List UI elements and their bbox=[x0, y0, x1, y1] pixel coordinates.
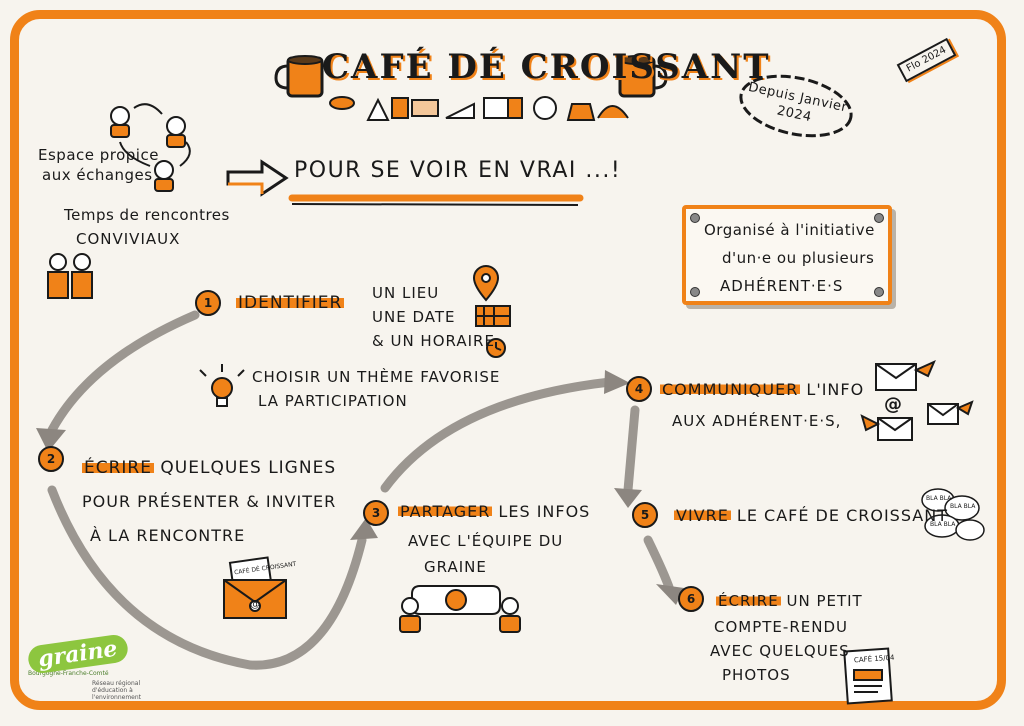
step-5-verb: VIVRE bbox=[674, 506, 731, 525]
coffee-cup-icon-right bbox=[618, 55, 668, 98]
email-at-sign: @ bbox=[884, 394, 902, 415]
invitation-at-sign: @ bbox=[250, 599, 260, 610]
step-4-verb: COMMUNIQUER bbox=[660, 380, 801, 399]
calendar-icon bbox=[475, 305, 511, 327]
step-2-verb: ÉCRIRE bbox=[82, 458, 154, 478]
theme-tip-line1: CHOISIR UN THÈME FAVORISE bbox=[252, 368, 501, 386]
map-pin-icon bbox=[472, 265, 500, 302]
step-1-verb: IDENTIFIER bbox=[236, 293, 345, 313]
step-5-title: VIVRE LE CAFÉ DE CROISSANT bbox=[674, 506, 948, 525]
arrowhead-6 bbox=[656, 584, 684, 605]
step-2-line1: POUR PRÉSENTER & INVITER bbox=[82, 492, 337, 511]
meetings-line1: Temps de rencontres bbox=[64, 206, 230, 224]
step-6-number: 6 bbox=[678, 586, 704, 612]
step-2-title: ÉCRIRE QUELQUES LIGNES bbox=[82, 458, 337, 478]
step-2-number: 2 bbox=[38, 446, 64, 472]
since-badge-outline bbox=[739, 74, 853, 138]
step-3-title: PARTAGER LES INFOS bbox=[398, 502, 591, 521]
meetings-line2: CONVIVIAUX bbox=[76, 230, 181, 248]
step-1-number: 1 bbox=[195, 290, 221, 316]
chatter-2: BLA BLA bbox=[950, 503, 976, 510]
step-2-line2: À LA RENCONTRE bbox=[90, 526, 246, 545]
step-1-date: UNE DATE bbox=[372, 308, 456, 326]
initiative-line3: ADHÉRENT·E·S bbox=[720, 277, 844, 295]
step-4-line1: AUX ADHÉRENT·E·S, bbox=[672, 412, 842, 430]
clock-icon bbox=[486, 338, 506, 358]
chatter-1: BLA BLA bbox=[926, 495, 952, 502]
report-sheet-icon bbox=[843, 647, 893, 705]
arrowhead-5 bbox=[614, 488, 642, 508]
two-people-icon bbox=[47, 253, 93, 299]
step-4-title: COMMUNIQUER L'INFO bbox=[660, 380, 865, 399]
step-3-verb: PARTAGER bbox=[398, 502, 493, 521]
step-5-rest: LE CAFÉ DE CROISSANT bbox=[730, 506, 948, 525]
initiative-line1: Organisé à l'initiative bbox=[704, 221, 875, 239]
step-1-time: & UN HORAIRE bbox=[372, 332, 495, 350]
winged-envelope-icon-3 bbox=[927, 400, 974, 425]
pointer-arrow-icon bbox=[226, 159, 289, 197]
step-4-number: 4 bbox=[626, 376, 652, 402]
chatter-bubbles-icon bbox=[921, 488, 985, 541]
step-3-line2: GRAINE bbox=[424, 558, 487, 576]
bolt-icon bbox=[690, 287, 700, 297]
pastries-row-icon bbox=[329, 96, 629, 121]
step-2-rest: QUELQUES LIGNES bbox=[154, 458, 337, 478]
chatter-3: BLA BLA bbox=[930, 521, 956, 528]
step-6-rest: UN PETIT bbox=[780, 592, 863, 610]
coffee-cup-icon-left bbox=[274, 55, 324, 98]
step-3-number: 3 bbox=[363, 500, 389, 526]
step-6-line3: PHOTOS bbox=[722, 666, 791, 684]
step-1-place: UN LIEU bbox=[372, 284, 440, 302]
winged-envelope-icon-1 bbox=[875, 360, 936, 391]
arrow-2-to-3 bbox=[47, 485, 367, 670]
arrow-3-to-4 bbox=[380, 377, 615, 493]
step-6-line1: COMPTE-RENDU bbox=[714, 618, 848, 636]
graine-logo-word: graine bbox=[26, 633, 130, 675]
orange-frame bbox=[10, 10, 1006, 710]
arrowhead-3 bbox=[350, 518, 378, 540]
arrow-1-to-2 bbox=[47, 310, 200, 435]
arrow-5-to-6 bbox=[643, 535, 675, 595]
step-3-line1: AVEC L'ÉQUIPE DU bbox=[408, 532, 564, 550]
lightbulb-icon bbox=[199, 364, 245, 407]
arrowhead-4 bbox=[604, 370, 630, 394]
initiative-line2: d'un·e ou plusieurs bbox=[722, 249, 875, 267]
initiative-panel: Organisé à l'initiative d'un·e ou plusie… bbox=[682, 205, 892, 305]
arrow-4-to-5 bbox=[623, 405, 640, 495]
page-title: CAFÉ DÉ CROISSANT bbox=[322, 47, 771, 87]
graine-logo: graine Bourgogne-Franche-Comté bbox=[26, 633, 130, 677]
arrowhead-2 bbox=[36, 428, 66, 452]
invitation-envelope-icon bbox=[223, 556, 287, 619]
bolt-icon bbox=[690, 213, 700, 223]
since-badge: Depuis Janvier 2024 bbox=[732, 63, 860, 148]
bolt-icon bbox=[874, 213, 884, 223]
winged-envelope-icon-2 bbox=[860, 414, 913, 441]
step-6-title: ÉCRIRE UN PETIT bbox=[716, 592, 863, 610]
graine-logo-description: Réseau régional d'éducation à l'environn… bbox=[92, 680, 142, 702]
step-1-title: IDENTIFIER bbox=[236, 293, 345, 313]
exchange-line1: Espace propice bbox=[38, 146, 159, 164]
theme-tip-line2: LA PARTICIPATION bbox=[258, 392, 408, 410]
step-6-verb: ÉCRIRE bbox=[716, 592, 781, 610]
step-5-number: 5 bbox=[632, 502, 658, 528]
people-exchange-icon bbox=[110, 103, 191, 192]
exchange-line2: aux échanges bbox=[42, 166, 153, 184]
team-discussion-icon bbox=[399, 585, 521, 633]
step-3-rest: LES INFOS bbox=[492, 502, 591, 521]
step-4-rest: L'INFO bbox=[800, 380, 865, 399]
bolt-icon bbox=[874, 287, 884, 297]
step-6-line2: AVEC QUELQUES bbox=[710, 642, 850, 660]
graine-logo-region: Bourgogne-Franche-Comté bbox=[28, 670, 109, 677]
subtitle: POUR SE VOIR EN VRAI ...! bbox=[294, 158, 622, 183]
